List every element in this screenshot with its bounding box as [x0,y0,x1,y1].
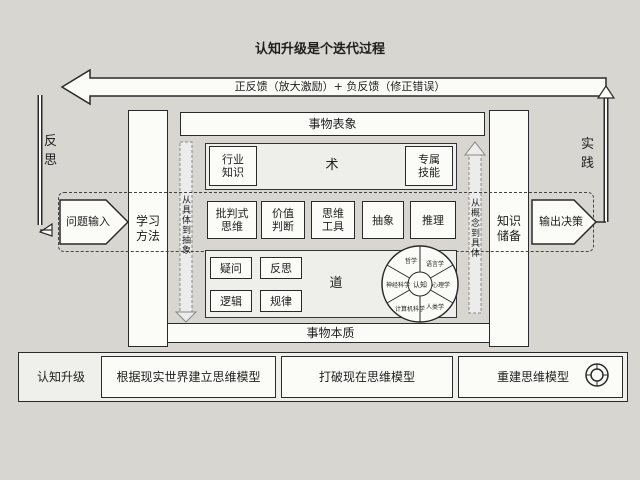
value-judgment-label: 价值 判断 [272,207,294,233]
concrete-to-abstract-label: 从具体到抽象 [180,195,192,275]
output-decision-label: 输出决策 [532,215,590,228]
abstraction-box: 抽象 [362,201,404,239]
wheel-neuroscience: 神经科学 [383,280,413,289]
law-box: 规律 [260,290,302,312]
reflect-box: 反思 [260,257,302,279]
stage-break-model-label: 打破现在思维模型 [319,370,415,385]
cognitive-upgrade-label: 认知升级 [26,370,96,385]
feedback-label: 正反馈（放大激励）+ 负反馈（修正错误） [200,80,480,93]
critical-thinking-label: 批判式 思维 [216,207,249,233]
wheel-psychology: 心理学 [426,280,456,289]
practice-label: 实 践 [581,135,599,173]
industry-knowledge-box: 行业 知识 [209,146,257,186]
stage-build-model: 根据现实世界建立思维模型 [101,356,276,398]
concept-to-concrete-label: 从概念到具体 [469,198,481,278]
reflect-label: 反思 [270,262,292,275]
surface-band: 事物表象 [180,112,485,136]
stage-build-model-label: 根据现实世界建立思维模型 [116,370,260,385]
logic-label: 逻辑 [220,295,242,308]
essence-band: 事物本质 [167,323,494,343]
critical-thinking-box: 批判式 思维 [207,201,257,239]
stage-rebuild-model-label: 重建思维模型 [497,370,569,385]
value-judgment-box: 价值 判断 [261,201,305,239]
reflection-label: 反 思 [44,132,62,170]
principle-label: 道 [326,276,346,292]
thinking-tools-label: 思维 工具 [322,207,344,233]
law-label: 规律 [270,295,292,308]
thinking-tools-box: 思维 工具 [311,201,355,239]
wheel-linguistics: 语言学 [420,259,450,268]
rebuild-cycle-icon [584,362,610,388]
abstraction-label: 抽象 [372,214,394,227]
problem-input-label: 问题输入 [60,215,116,228]
question-box: 疑问 [210,257,252,279]
reasoning-box: 推理 [410,201,456,239]
logic-box: 逻辑 [210,290,252,312]
wheel-computer-science: 计算机科学 [390,304,430,313]
question-label: 疑问 [220,262,242,275]
special-skill-box: 专属 技能 [405,146,453,186]
stage-break-model: 打破现在思维模型 [281,356,453,398]
special-skill-label: 专属 技能 [418,153,440,179]
technique-label: 术 [322,158,342,174]
industry-knowledge-label: 行业 知识 [222,153,244,179]
reasoning-label: 推理 [422,214,444,227]
